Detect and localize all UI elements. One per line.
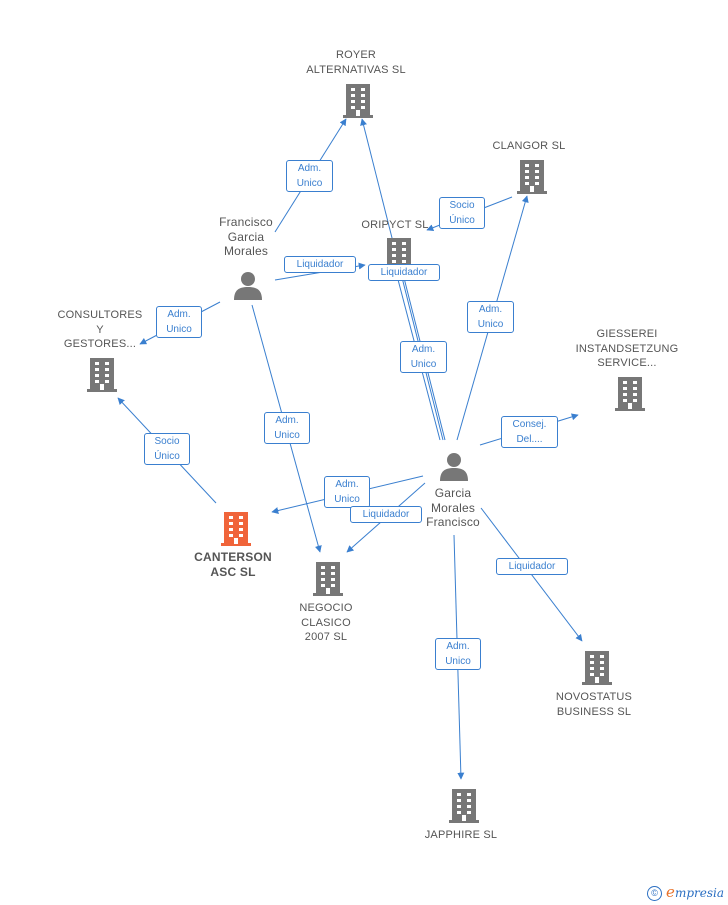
node-label-giesserei[interactable]: GIESSEREI INSTANDSETZUNG SERVICE...: [567, 327, 687, 371]
node-label-line: Y: [96, 323, 104, 336]
node-label-line: Francisco: [219, 215, 273, 229]
edge-label-line: Adm.: [167, 309, 191, 320]
node-label-line: Garcia: [227, 229, 265, 244]
building-icon[interactable]: [615, 376, 645, 412]
node-label-consultores[interactable]: CONSULTORES Y GESTORES...: [40, 308, 160, 352]
edge-label-canterson-consultores[interactable]: Socio Único: [144, 433, 190, 465]
person-icon[interactable]: [439, 451, 469, 481]
edge-label-line: Liquidador: [380, 267, 428, 278]
edge-label-line: Liquidador: [296, 259, 344, 270]
edge-label-clangor-oripyct[interactable]: Socio Único: [439, 197, 485, 229]
edge-label-garcia-giesserei[interactable]: Consej. Del....: [501, 416, 558, 448]
node-label-line: 2007 SL: [304, 631, 348, 643]
edge-label-line: Adm.: [446, 641, 470, 652]
edge-label-line: Unico: [296, 178, 323, 189]
edge-label-garcia-oripyct-adm[interactable]: Adm. Unico: [400, 341, 447, 373]
node-label-line: GIESSEREI: [596, 328, 658, 340]
node-label-line: ASC SL: [210, 564, 256, 579]
building-icon[interactable]: [582, 650, 612, 686]
edge-label-line: Único: [449, 215, 475, 226]
edge-label-line: Liquidador: [508, 561, 556, 572]
node-label-line: CONSULTORES: [57, 309, 143, 321]
edge-label-line: Unico: [477, 319, 504, 330]
node-label-line: ALTERNATIVAS SL: [306, 63, 406, 76]
edge-label-line: Socio: [449, 200, 475, 211]
node-label-line: SERVICE...: [597, 357, 657, 369]
copyright-icon: ©: [647, 886, 663, 901]
edge-label-line: Adm.: [335, 479, 359, 490]
node-label-novostatus[interactable]: NOVOSTATUS BUSINESS SL: [534, 690, 654, 719]
edge-label-line: Unico: [274, 430, 300, 441]
edge-label-line: Socio: [154, 436, 180, 447]
node-label-clangor[interactable]: CLANGOR SL: [469, 139, 589, 154]
brand-logo-initial: e: [666, 882, 675, 901]
node-label-line: NEGOCIO: [299, 602, 353, 614]
building-icon[interactable]: [343, 83, 373, 119]
edge-label-line: Consej.: [512, 419, 547, 430]
edge-label-garcia-japphire[interactable]: Adm. Unico: [435, 638, 481, 670]
brand-footer: ©empresia: [647, 883, 724, 901]
edge-label-garcia-canterson[interactable]: Adm. Unico: [324, 476, 370, 508]
edge-label-francisco-consultores[interactable]: Adm. Unico: [156, 306, 202, 338]
edge-label-line: Liquidador: [362, 509, 410, 520]
edge-label-garcia-negocio[interactable]: Liquidador: [350, 506, 422, 523]
node-label-line: Garcia: [434, 486, 472, 500]
node-label-line: JAPPHIRE SL: [424, 829, 498, 841]
node-label-line: CANTERSON: [194, 550, 272, 564]
node-label-line: NOVOSTATUS: [555, 691, 633, 703]
node-label-royer[interactable]: ROYER ALTERNATIVAS SL: [296, 48, 416, 77]
building-icon[interactable]: [313, 561, 343, 597]
edge-label-line: Único: [154, 451, 180, 462]
node-label-oripyct[interactable]: ORIPYCT SL: [335, 218, 455, 233]
edge-label-line: Unico: [166, 324, 192, 335]
building-icon[interactable]: [449, 788, 479, 824]
brand-logo-text: mpresia: [674, 885, 724, 900]
edge-label-francisco-oripyct[interactable]: Liquidador: [284, 256, 356, 273]
node-label-line: Morales: [430, 500, 476, 515]
node-label-francisco[interactable]: Francisco Garcia Morales: [186, 215, 306, 259]
edge-label-line: Unico: [445, 656, 471, 667]
edge-label-francisco-royer[interactable]: Adm. Unico: [286, 160, 333, 192]
edge-label-line: Adm.: [297, 163, 322, 174]
edge-label-line: Adm.: [478, 304, 503, 315]
node-label-garcia[interactable]: Garcia Morales Francisco: [393, 486, 513, 530]
node-label-line: ROYER: [335, 49, 377, 61]
building-icon[interactable]: [517, 159, 547, 195]
node-label-negocio[interactable]: NEGOCIO CLASICO 2007 SL: [266, 601, 386, 645]
node-label-line: Francisco: [426, 515, 480, 529]
edge-label-line: Del....: [516, 434, 543, 445]
edge-label-line: Unico: [334, 494, 360, 505]
node-label-line: CLANGOR SL: [492, 140, 566, 152]
edge-label-garcia-clangor[interactable]: Adm. Unico: [467, 301, 514, 333]
edge-label-line: Adm.: [275, 415, 299, 426]
person-icon[interactable]: [233, 270, 263, 300]
node-label-line: BUSINESS SL: [556, 705, 632, 718]
node-label-line: CLASICO: [301, 616, 351, 629]
node-label-canterson[interactable]: CANTERSON ASC SL: [173, 550, 293, 579]
building-icon-main[interactable]: [221, 511, 251, 547]
edge-label-line: Adm.: [411, 344, 436, 355]
node-label-line: GESTORES...: [63, 338, 137, 350]
node-label-line: INSTANDSETZUNG: [575, 342, 679, 355]
node-label-line: Morales: [223, 244, 269, 258]
node-label-japphire[interactable]: JAPPHIRE SL: [401, 828, 521, 843]
building-icon[interactable]: [87, 357, 117, 393]
edge-label-line: Unico: [410, 359, 437, 370]
edge-label-garcia-novostatus[interactable]: Liquidador: [496, 558, 568, 575]
node-label-line: ORIPYCT SL: [361, 219, 429, 231]
edge-label-garcia-oripyct-liq[interactable]: Liquidador: [368, 264, 440, 281]
edge-label-francisco-negocio[interactable]: Adm. Unico: [264, 412, 310, 444]
